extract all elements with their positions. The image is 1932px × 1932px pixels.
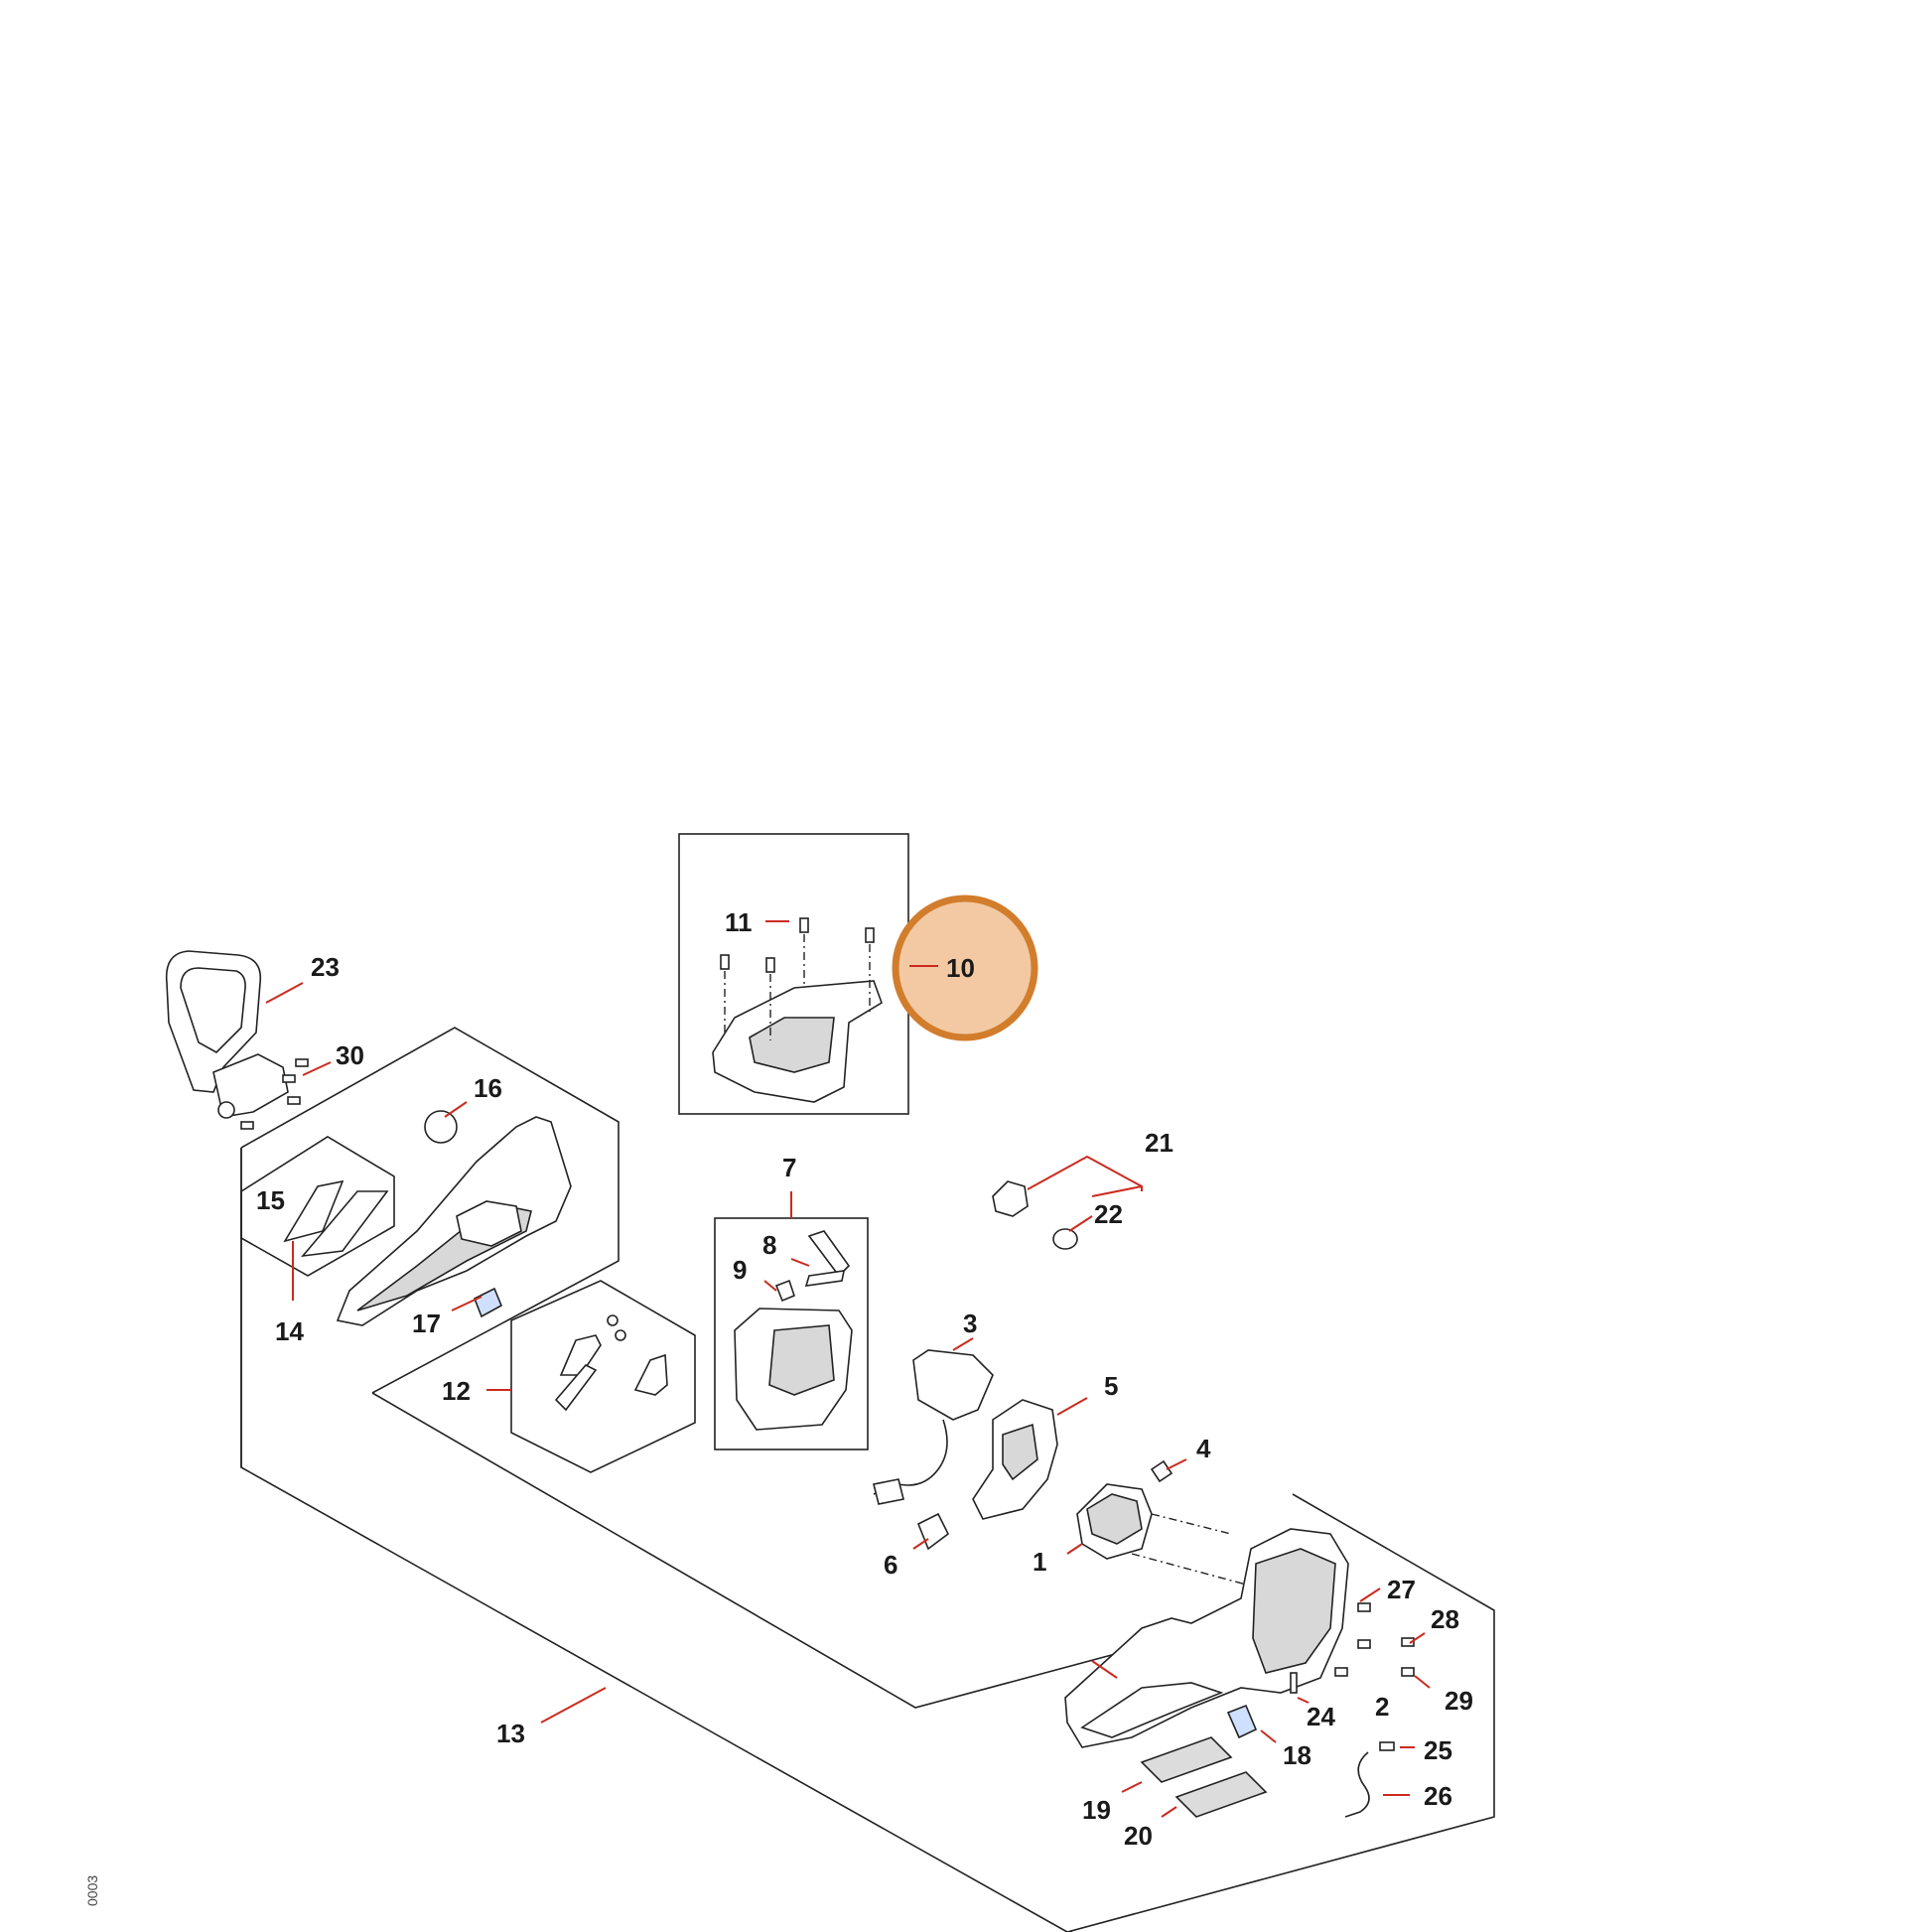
trigger-parts-15 [283, 1179, 389, 1258]
callout-6[interactable]: 6 [884, 1550, 897, 1580]
callout-11[interactable]: 11 [725, 907, 753, 937]
callout-2[interactable]: 2 [1375, 1692, 1389, 1722]
control-unit-part-3 [873, 1349, 994, 1505]
callout-4[interactable]: 4 [1196, 1434, 1211, 1463]
callout-17[interactable]: 17 [412, 1309, 441, 1338]
handle-screws [240, 1058, 309, 1130]
callout-30[interactable]: 30 [336, 1040, 364, 1070]
label-plates-18-19-20 [1140, 1704, 1268, 1818]
subassembly-box-15 [240, 1136, 395, 1277]
callout-8[interactable]: 8 [762, 1230, 776, 1260]
sprocket-parts-21-22 [992, 1180, 1078, 1250]
callout-21[interactable]: 21 [1145, 1128, 1173, 1158]
callout-7[interactable]: 7 [782, 1153, 796, 1182]
shroud-part-5 [972, 1399, 1058, 1520]
callout-28[interactable]: 28 [1431, 1604, 1459, 1634]
callout-16[interactable]: 16 [474, 1073, 502, 1103]
callout-3[interactable]: 3 [963, 1309, 977, 1338]
callout-1[interactable]: 1 [1033, 1547, 1046, 1577]
callout-22[interactable]: 22 [1094, 1199, 1123, 1229]
callout-18[interactable]: 18 [1283, 1740, 1311, 1770]
callout-5[interactable]: 5 [1104, 1371, 1118, 1401]
subassembly-box-12 [510, 1280, 696, 1473]
callout-10[interactable]: 10 [946, 953, 975, 983]
callout-19[interactable]: 19 [1082, 1795, 1111, 1825]
callout-20[interactable]: 20 [1124, 1821, 1153, 1851]
assembly-outline-13 [240, 1148, 1072, 1932]
callout-25[interactable]: 25 [1424, 1735, 1452, 1765]
battery-housing-part-7 [734, 1230, 853, 1431]
part-4-shape [1150, 1459, 1173, 1483]
housing-screws [1290, 1602, 1415, 1694]
motor-part-1 [1076, 1483, 1262, 1589]
callout-26[interactable]: 26 [1424, 1781, 1452, 1811]
callout-9[interactable]: 9 [733, 1255, 747, 1285]
callout-15[interactable]: 15 [256, 1185, 285, 1215]
callout-13[interactable]: 13 [496, 1719, 525, 1748]
callout-23[interactable]: 23 [311, 952, 340, 982]
highlight-circle-10[interactable] [892, 895, 1038, 1041]
callout-24[interactable]: 24 [1307, 1702, 1335, 1731]
callout-29[interactable]: 29 [1445, 1686, 1473, 1716]
callout-14[interactable]: 14 [275, 1316, 304, 1346]
side-code: 0003 [84, 1875, 100, 1906]
leader-lines [265, 920, 1431, 1818]
assembly-outline-13-right [1066, 1493, 1495, 1932]
callout-27[interactable]: 27 [1387, 1575, 1416, 1604]
front-handle-part [165, 950, 289, 1119]
cable-parts-25-26 [1344, 1741, 1395, 1818]
callout-12[interactable]: 12 [442, 1376, 471, 1406]
motor-housing-part [1064, 1528, 1349, 1748]
switch-parts-12 [554, 1314, 668, 1412]
handle-housing-part [336, 1110, 572, 1326]
cover-part-10 [712, 917, 883, 1103]
